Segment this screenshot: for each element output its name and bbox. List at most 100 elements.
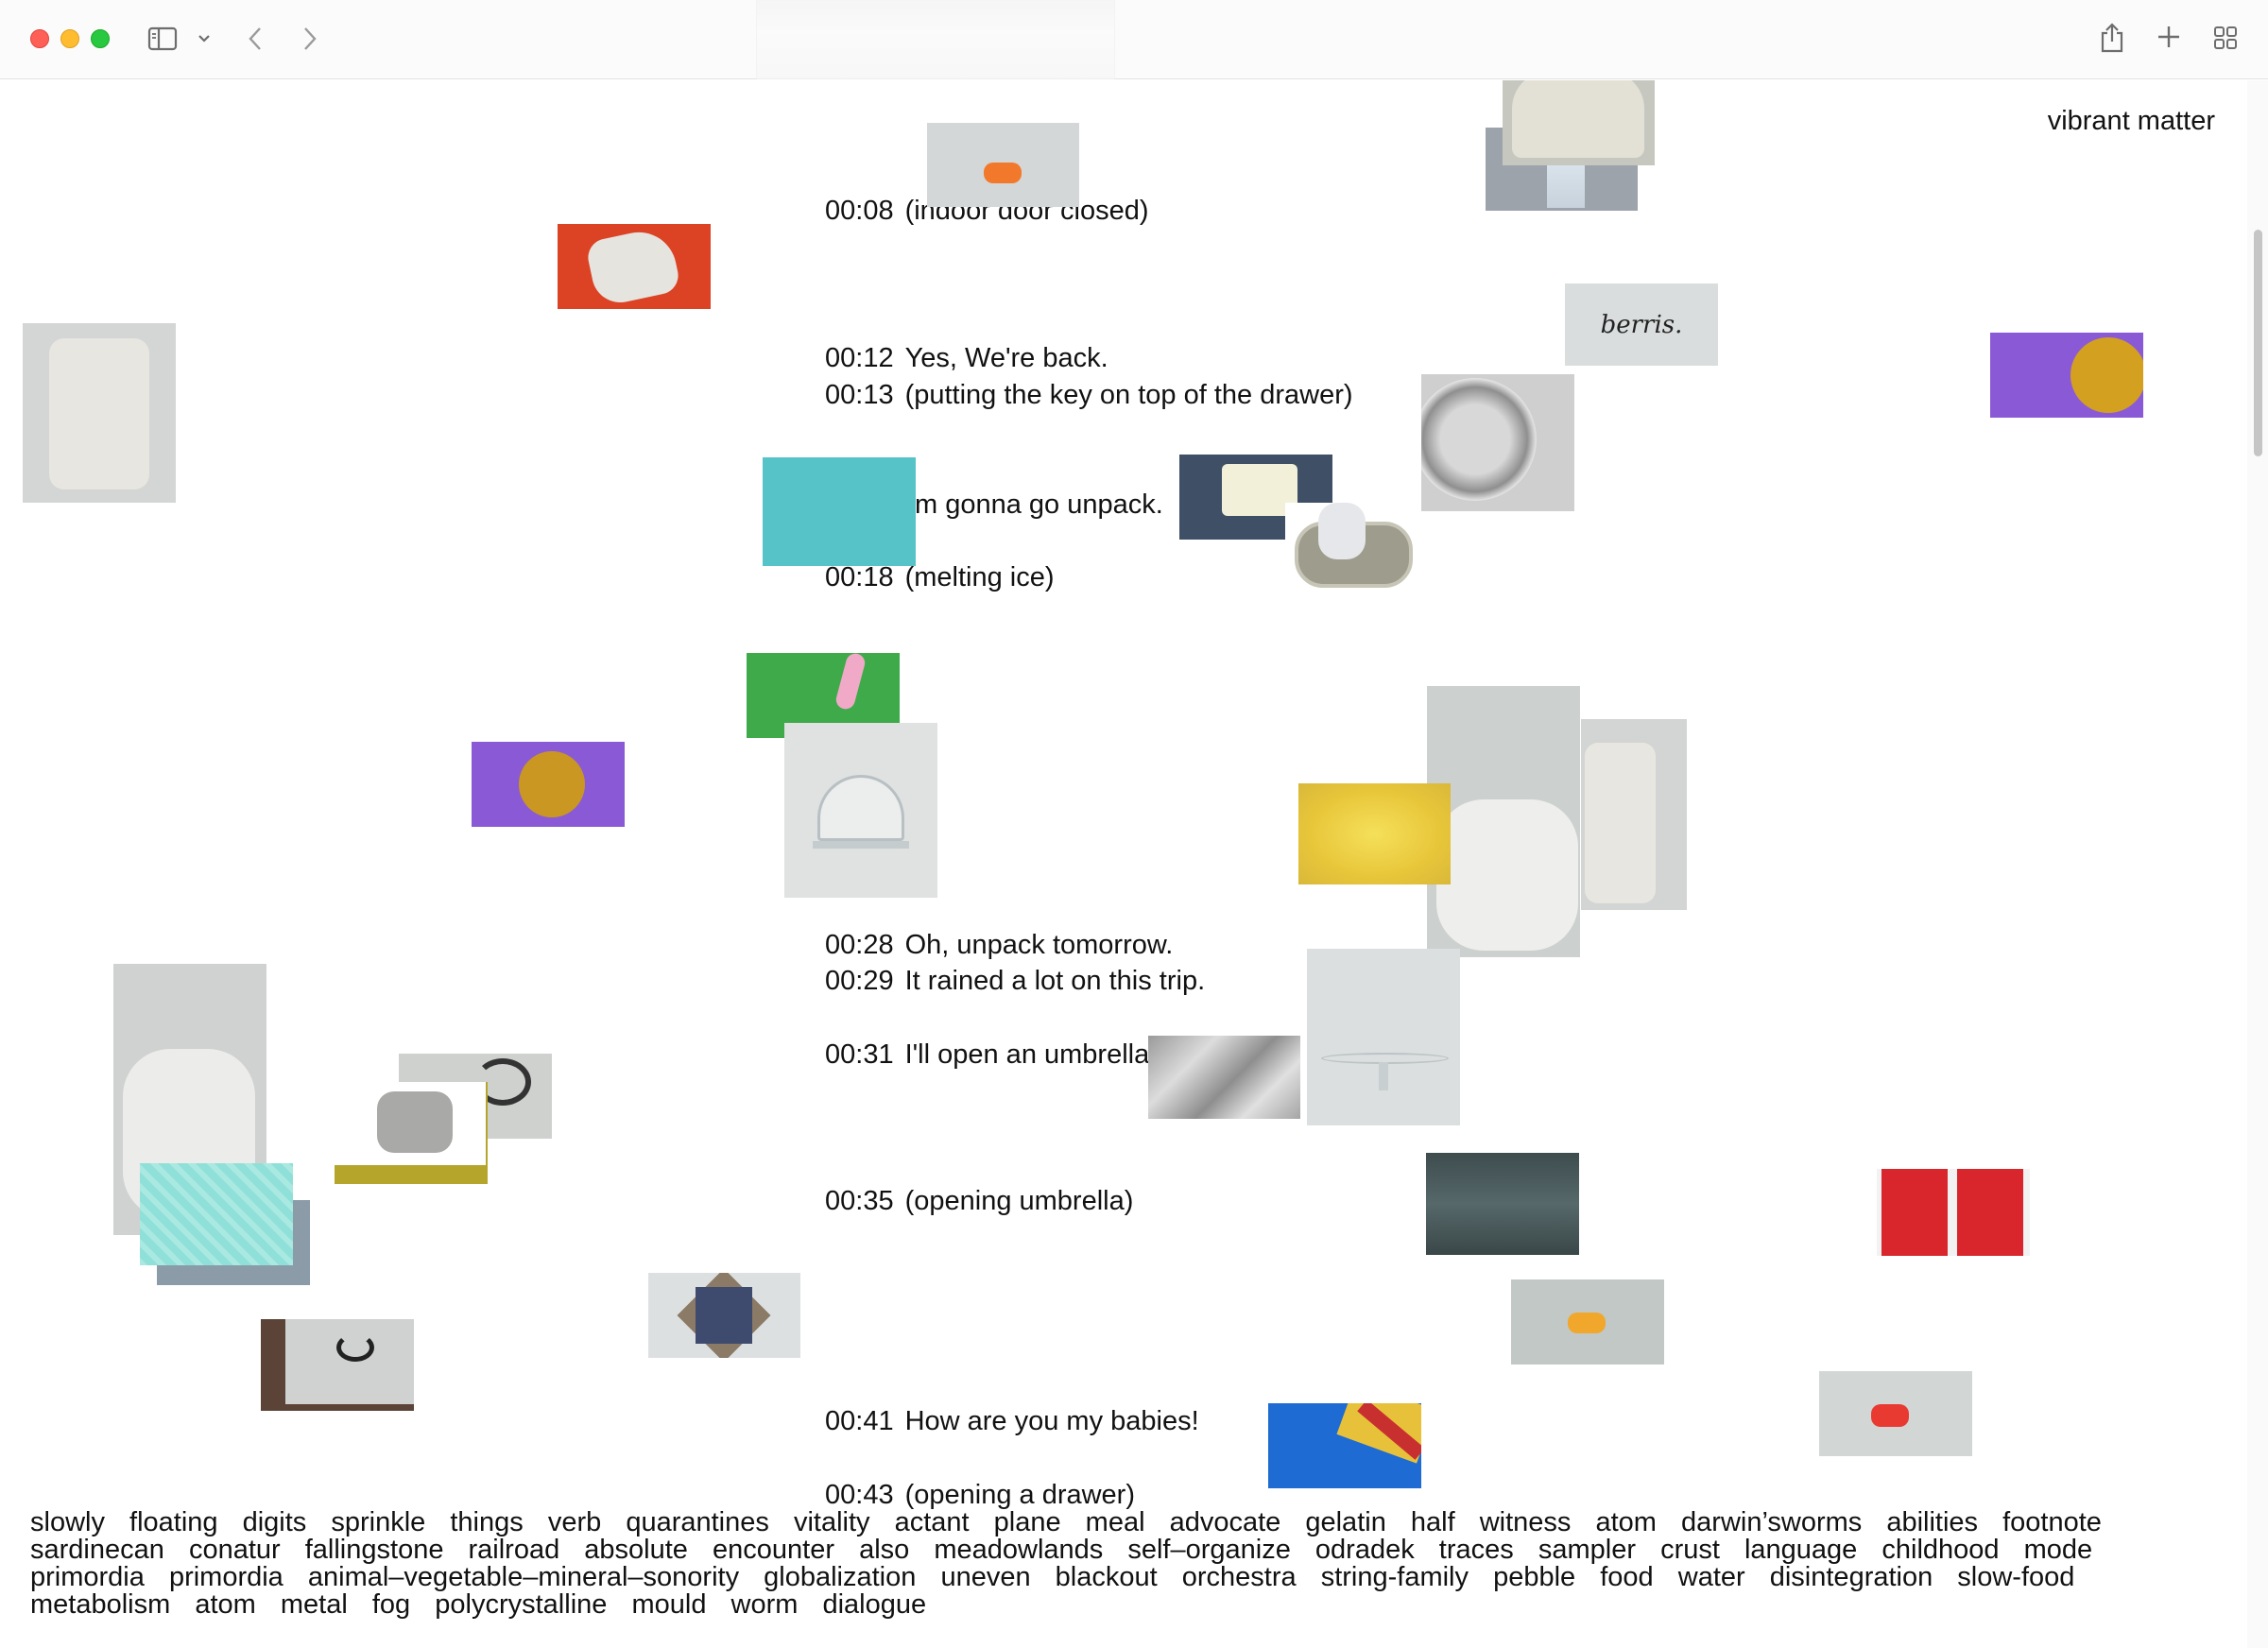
keyword[interactable]: mode — [2023, 1535, 2093, 1565]
keyword[interactable]: atom — [195, 1589, 256, 1620]
keyword[interactable]: witness — [1479, 1507, 1572, 1537]
keyword[interactable]: worm — [730, 1589, 799, 1620]
browser-toolbar — [0, 0, 2268, 79]
keyword[interactable]: meadowlands — [934, 1535, 1104, 1565]
tin-lid-photo[interactable] — [1421, 374, 1574, 511]
keyword[interactable]: dialogue — [822, 1589, 927, 1620]
keyword[interactable]: advocate — [1169, 1507, 1281, 1537]
minimize-window-button[interactable] — [60, 29, 79, 48]
keyword[interactable]: language — [1744, 1535, 1858, 1565]
keyword[interactable]: things — [450, 1507, 524, 1537]
keyword[interactable]: water — [1677, 1562, 1745, 1592]
sardine-can-photo[interactable] — [1285, 503, 1419, 597]
squiggle-photo[interactable] — [261, 1319, 414, 1411]
keyword[interactable]: pebble — [1493, 1562, 1576, 1592]
butter-package-photo[interactable] — [1877, 1169, 2030, 1256]
keyword[interactable]: meal — [1085, 1507, 1145, 1537]
keyword[interactable]: plane — [993, 1507, 1061, 1537]
keyword[interactable]: food — [1600, 1562, 1654, 1592]
clay-block-photo[interactable] — [23, 323, 176, 503]
gummy-bear-photo[interactable] — [1819, 1371, 1972, 1456]
keyword[interactable]: string-family — [1320, 1562, 1469, 1592]
keyword[interactable]: orchestra — [1181, 1562, 1297, 1592]
keyword[interactable]: sardinecan — [30, 1535, 164, 1565]
ceramic-photo[interactable] — [1503, 80, 1655, 165]
orange-purple-photo[interactable] — [1990, 333, 2143, 418]
folded-star-photo[interactable] — [648, 1273, 800, 1358]
forward-icon[interactable] — [301, 25, 319, 53]
yellow-texture-photo[interactable] — [1298, 783, 1451, 884]
keyword[interactable]: childhood — [1881, 1535, 2000, 1565]
keyword[interactable]: disintegration — [1769, 1562, 1933, 1592]
scrollbar-track[interactable] — [2247, 80, 2268, 1648]
foil-photo[interactable] — [1148, 1036, 1300, 1119]
keyword[interactable]: metal — [280, 1589, 348, 1620]
keyword[interactable]: sprinkle — [331, 1507, 426, 1537]
keyword[interactable]: fallingstone — [304, 1535, 444, 1565]
transcript-line: 00:18(melting ice) — [825, 562, 1055, 592]
keyword[interactable]: abilities — [1886, 1507, 1979, 1537]
orange-purple-photo[interactable] — [472, 742, 625, 827]
keyword[interactable]: also — [859, 1535, 910, 1565]
transcript-line: m gonna go unpack. — [915, 489, 1163, 520]
keyword[interactable]: metabolism — [30, 1589, 171, 1620]
keyword[interactable]: uneven — [940, 1562, 1031, 1592]
keyword[interactable]: animal–vegetable–mineral–sonority — [307, 1562, 740, 1592]
keyword[interactable]: gelatin — [1305, 1507, 1386, 1537]
share-icon[interactable] — [2098, 21, 2126, 55]
stone-photo[interactable] — [335, 1082, 488, 1184]
clay-photo[interactable] — [1581, 719, 1687, 910]
keyword[interactable]: verb — [547, 1507, 602, 1537]
zoom-window-button[interactable] — [91, 29, 110, 48]
keyword[interactable]: actant — [894, 1507, 970, 1537]
keyword[interactable]: blackout — [1055, 1562, 1158, 1592]
keyword[interactable]: globalization — [764, 1562, 917, 1592]
scrollbar-thumb[interactable] — [2254, 230, 2262, 456]
keyword[interactable]: primordia — [168, 1562, 284, 1592]
back-icon[interactable] — [246, 25, 265, 53]
teal-tile-photo[interactable] — [763, 457, 916, 566]
cake-dome-photo[interactable] — [784, 723, 937, 898]
sidebar-icon[interactable] — [147, 26, 178, 51]
keyword[interactable]: digits — [242, 1507, 307, 1537]
keyword[interactable]: conatur — [188, 1535, 281, 1565]
keyword[interactable]: floating — [129, 1507, 218, 1537]
gummy-bear-photo[interactable] — [927, 123, 1079, 207]
keyword[interactable]: slowly — [30, 1507, 105, 1537]
umbrella-photo[interactable] — [1268, 1403, 1421, 1488]
chevron-down-icon[interactable] — [197, 32, 212, 45]
stone-red-photo[interactable] — [558, 224, 711, 309]
keyword[interactable]: crust — [1660, 1535, 1720, 1565]
tissue-photo[interactable] — [1427, 686, 1580, 957]
keyword[interactable]: absolute — [584, 1535, 688, 1565]
keyword[interactable]: darwin’sworms — [1681, 1507, 1863, 1537]
keyword[interactable]: slow-food — [1957, 1562, 2075, 1592]
keyword[interactable]: mould — [631, 1589, 707, 1620]
keyword[interactable]: vitality — [793, 1507, 870, 1537]
close-window-button[interactable] — [30, 29, 49, 48]
keyword[interactable]: odradek — [1314, 1535, 1415, 1565]
keyword[interactable]: railroad — [468, 1535, 560, 1565]
keyword[interactable]: quarantines — [626, 1507, 769, 1537]
keyword[interactable]: atom — [1595, 1507, 1657, 1537]
glass-plate-photo[interactable] — [1307, 949, 1460, 1125]
transcript-line: 00:43(opening a drawer) — [825, 1480, 1135, 1510]
keyword[interactable]: self–organize — [1127, 1535, 1291, 1565]
tab-overview-icon[interactable] — [2211, 24, 2240, 52]
gummy-bear-photo[interactable] — [1511, 1279, 1664, 1365]
keyword[interactable]: fog — [371, 1589, 411, 1620]
keyword[interactable]: traces — [1438, 1535, 1514, 1565]
keyword[interactable]: encounter — [713, 1535, 835, 1565]
site-title[interactable]: vibrant matter — [2047, 106, 2215, 136]
aqua-texture-photo[interactable] — [140, 1163, 293, 1265]
keyword[interactable]: polycrystalline — [435, 1589, 608, 1620]
handwritten-note-photo[interactable]: berris. — [1565, 283, 1718, 366]
plus-icon[interactable] — [2155, 23, 2183, 51]
keyword[interactable]: sampler — [1538, 1535, 1636, 1565]
handwritten-note: berris. — [1600, 310, 1683, 339]
keyword[interactable]: primordia — [30, 1562, 145, 1592]
water-photo[interactable] — [1426, 1153, 1579, 1255]
keyword[interactable]: half — [1410, 1507, 1455, 1537]
keyword[interactable]: footnote — [2002, 1507, 2102, 1537]
